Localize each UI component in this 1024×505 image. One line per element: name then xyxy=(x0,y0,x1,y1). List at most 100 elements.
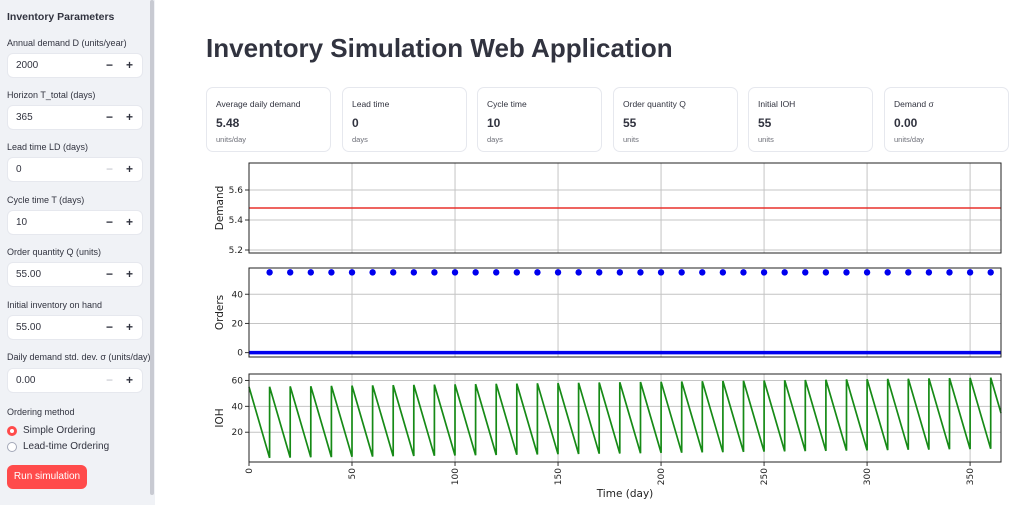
metric-label: Initial IOH xyxy=(758,99,796,109)
decrement-button[interactable]: − xyxy=(105,373,113,387)
field-label: Annual demand D (units/year) xyxy=(7,38,127,48)
number-input-value[interactable]: 0.00 xyxy=(16,375,36,386)
order-point xyxy=(678,269,685,276)
order-point xyxy=(802,269,809,276)
metric-label: Lead time xyxy=(352,99,390,109)
number-input-value[interactable]: 55.00 xyxy=(16,269,42,280)
y-axis-label: IOH xyxy=(214,408,226,427)
decrement-button[interactable]: − xyxy=(105,215,113,229)
order-point xyxy=(266,269,273,276)
increment-button[interactable]: + xyxy=(125,58,133,72)
order-point xyxy=(843,269,850,276)
increment-button[interactable]: + xyxy=(125,267,133,281)
order-point xyxy=(637,269,644,276)
metric-label: Order quantity Q xyxy=(623,99,686,109)
order-point xyxy=(905,269,912,276)
decrement-button[interactable]: − xyxy=(105,320,113,334)
order-point xyxy=(657,269,665,276)
y-tick-label: 40 xyxy=(232,402,244,412)
x-tick-label: 250 xyxy=(760,468,770,485)
y-tick-label: 40 xyxy=(232,290,244,300)
x-tick-label: 300 xyxy=(863,468,873,485)
number-input[interactable]: 55.00 −+ xyxy=(7,262,143,287)
metric-unit: units xyxy=(758,135,774,144)
number-input-value[interactable]: 2000 xyxy=(16,60,39,71)
number-input[interactable]: 0.00 −+ xyxy=(7,368,143,393)
metric-unit: days xyxy=(487,135,503,144)
order-point xyxy=(575,269,582,276)
order-point xyxy=(699,269,706,276)
plot-frame xyxy=(248,162,1002,254)
sidebar-scrollbar[interactable] xyxy=(150,0,154,495)
number-input[interactable]: 2000 −+ xyxy=(7,53,143,78)
x-axis-label: Time (day) xyxy=(596,488,654,500)
y-tick-label: 0 xyxy=(237,349,243,359)
radio-selected-icon[interactable] xyxy=(7,426,17,436)
number-input[interactable]: 365 −+ xyxy=(7,105,143,130)
y-axis-label: Orders xyxy=(214,295,226,330)
decrement-button[interactable]: − xyxy=(105,267,113,281)
order-point xyxy=(719,269,727,276)
plot-frame xyxy=(248,373,1002,463)
metric-value: 10 xyxy=(487,116,501,130)
number-input[interactable]: 55.00 −+ xyxy=(7,315,143,340)
y-tick-label: 5.4 xyxy=(229,216,244,226)
order-point xyxy=(390,269,397,276)
field-label: Initial inventory on hand xyxy=(7,300,103,310)
x-tick-label: 150 xyxy=(554,468,564,485)
y-tick-label: 5.2 xyxy=(229,246,243,256)
order-point xyxy=(760,269,768,276)
order-point xyxy=(554,269,562,276)
ioh-series-line xyxy=(248,377,1002,459)
order-point xyxy=(431,269,438,276)
number-input-value[interactable]: 0 xyxy=(16,164,22,175)
order-point xyxy=(287,269,294,276)
increment-button[interactable]: + xyxy=(125,162,133,176)
metric-unit: units/day xyxy=(216,135,247,144)
number-input[interactable]: 0 −+ xyxy=(7,157,143,182)
order-point xyxy=(534,269,541,276)
order-point xyxy=(781,269,788,276)
order-point xyxy=(410,269,418,276)
order-point xyxy=(863,269,871,276)
increment-button[interactable]: + xyxy=(125,215,133,229)
metric-value: 55 xyxy=(758,116,772,130)
field-label: Order quantity Q (units) xyxy=(7,247,102,257)
order-point xyxy=(596,269,603,276)
metric-value: 0.00 xyxy=(894,116,918,130)
number-input-value[interactable]: 365 xyxy=(16,112,33,123)
order-point xyxy=(822,269,830,276)
metric-card: Average daily demand 5.48 units/day xyxy=(206,87,331,152)
field-label: Horizon T_total (days) xyxy=(7,90,96,100)
metric-value: 5.48 xyxy=(216,116,240,130)
order-point xyxy=(513,269,521,276)
order-point xyxy=(884,269,891,276)
number-input-value[interactable]: 55.00 xyxy=(16,322,42,333)
zero-orders-band xyxy=(249,350,1001,355)
order-point xyxy=(493,269,500,276)
order-point xyxy=(616,269,624,276)
increment-button[interactable]: + xyxy=(125,373,133,387)
order-point xyxy=(966,269,974,276)
plot-frame xyxy=(248,267,1002,358)
decrement-button[interactable]: − xyxy=(105,162,113,176)
field-label: Cycle time T (days) xyxy=(7,195,85,205)
x-tick-label: 200 xyxy=(657,468,667,485)
decrement-button[interactable]: − xyxy=(105,110,113,124)
field-label: Daily demand std. dev. σ (units/day) xyxy=(7,352,151,362)
sidebar-title: Inventory Parameters xyxy=(7,11,115,23)
ordering-method-label: Ordering method xyxy=(7,407,75,417)
x-tick-label: 0 xyxy=(245,468,255,474)
metric-label: Average daily demand xyxy=(216,99,301,109)
radio-unselected-icon[interactable] xyxy=(7,442,17,452)
decrement-button[interactable]: − xyxy=(105,58,113,72)
y-tick-label: 5.6 xyxy=(229,186,244,196)
number-input[interactable]: 10 −+ xyxy=(7,210,143,235)
increment-button[interactable]: + xyxy=(125,110,133,124)
increment-button[interactable]: + xyxy=(125,320,133,334)
number-input-value[interactable]: 10 xyxy=(16,217,28,228)
run-simulation-button[interactable]: Run simulation xyxy=(7,465,87,489)
